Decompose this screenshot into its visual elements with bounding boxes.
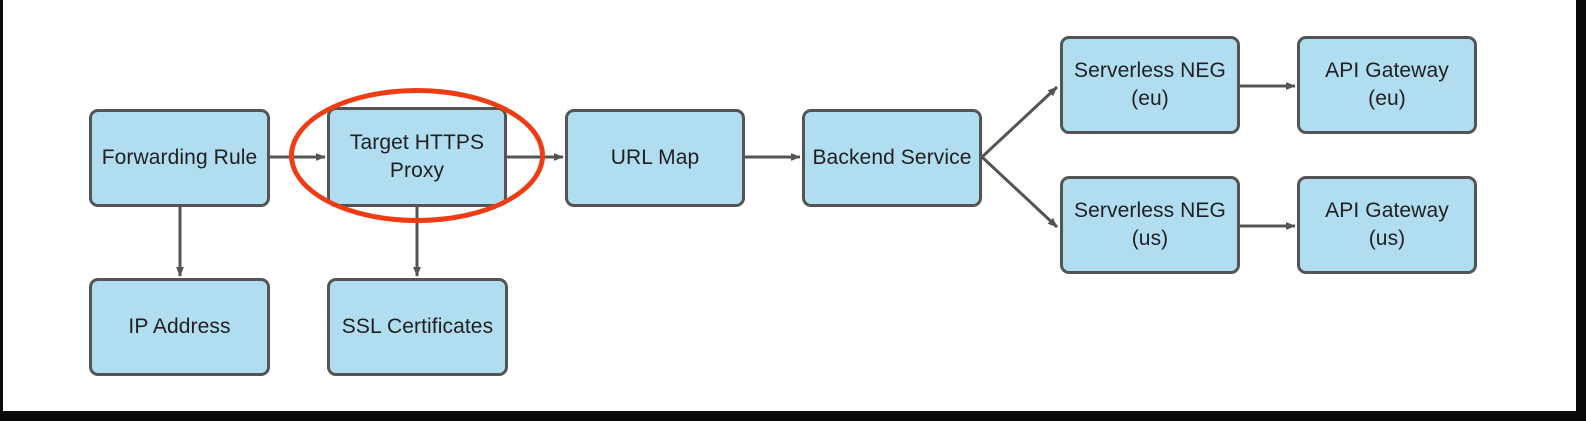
node-serverless-neg-eu[interactable]: Serverless NEG (eu): [1060, 36, 1240, 134]
node-label-serverless-neg-us: Serverless NEG (us): [1074, 199, 1226, 250]
node-label-backend-service: Backend Service: [812, 146, 972, 170]
node-backend-service[interactable]: Backend Service: [802, 109, 982, 207]
node-label-url-map: URL Map: [610, 146, 700, 170]
node-label-target-https-proxy: Target HTTPS Proxy: [349, 131, 485, 182]
edge-backend-to-neg-us: [980, 155, 1059, 229]
node-ssl-certificates[interactable]: SSL Certificates: [327, 278, 508, 376]
node-label-serverless-neg-eu: Serverless NEG (eu): [1074, 59, 1226, 110]
node-label-ssl-certificates: SSL Certificates: [341, 315, 494, 339]
node-api-gateway-us[interactable]: API Gateway (us): [1297, 176, 1477, 274]
node-label-api-gateway-eu: API Gateway (eu): [1325, 59, 1449, 110]
node-url-map[interactable]: URL Map: [565, 109, 745, 207]
node-forwarding-rule[interactable]: Forwarding Rule: [89, 109, 270, 207]
frame-edge-right: [1576, 0, 1586, 421]
node-ip-address[interactable]: IP Address: [89, 278, 270, 376]
node-api-gateway-eu[interactable]: API Gateway (eu): [1297, 36, 1477, 134]
node-label-api-gateway-us: API Gateway (us): [1325, 199, 1449, 250]
node-label-forwarding-rule: Forwarding Rule: [101, 146, 258, 170]
node-label-ip-address: IP Address: [128, 315, 231, 339]
frame-edge-left: [0, 0, 3, 421]
node-target-https-proxy[interactable]: Target HTTPS Proxy: [327, 107, 507, 207]
edge-backend-to-neg-eu: [980, 85, 1059, 159]
frame-edge-bottom: [0, 411, 1586, 421]
node-serverless-neg-us[interactable]: Serverless NEG (us): [1060, 176, 1240, 274]
